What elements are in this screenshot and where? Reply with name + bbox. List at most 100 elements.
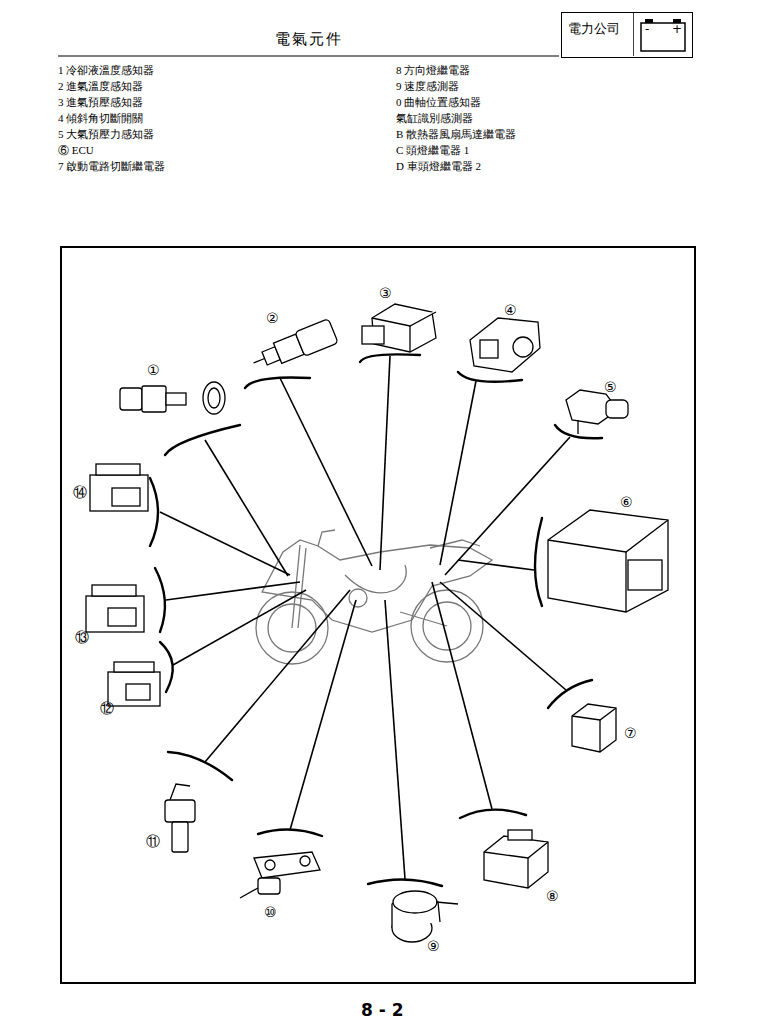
part-drawings-part xyxy=(108,608,136,626)
leader-lines-part xyxy=(173,590,306,665)
brackets-part xyxy=(258,829,322,836)
battery-body xyxy=(641,23,685,51)
part-drawings-part xyxy=(92,585,136,596)
leader-lines xyxy=(160,356,570,879)
brackets-part xyxy=(165,425,240,455)
brackets-part xyxy=(460,810,526,818)
callout-number: ⑥ xyxy=(620,494,633,510)
leader-lines-part xyxy=(160,512,290,575)
leader-lines-part xyxy=(290,600,356,830)
leader-lines-part xyxy=(440,381,476,565)
brackets-part xyxy=(150,478,158,546)
legend-item: 4 傾斜角切斷開關 xyxy=(58,112,143,125)
brackets-part xyxy=(548,680,592,708)
part-drawings-part xyxy=(508,830,532,840)
part-drawings-part xyxy=(172,822,188,852)
part-drawings-part-part xyxy=(295,319,338,357)
battery-sign: + xyxy=(672,23,682,37)
leader-lines-part xyxy=(385,600,405,879)
part-drawings-part xyxy=(577,420,578,434)
callout-number: ⑦ xyxy=(624,725,637,741)
brackets-part xyxy=(360,354,420,362)
part-drawings-part xyxy=(484,842,548,858)
part-drawings-part xyxy=(572,708,616,720)
part-drawings-part xyxy=(548,510,668,612)
part-drawings-part xyxy=(470,318,540,372)
part-drawings-part xyxy=(436,902,458,904)
part-drawings-part xyxy=(362,326,384,344)
callout-number: ③ xyxy=(379,285,392,301)
part-drawings-part xyxy=(112,488,140,506)
brackets xyxy=(150,354,602,886)
part-drawings-part xyxy=(126,684,150,700)
part-drawings-part xyxy=(120,388,142,410)
legend-item: D 車頭燈繼電器 2 xyxy=(396,160,481,173)
leader-lines-part xyxy=(440,582,566,690)
legend-item: 1 冷卻液溫度感知器 xyxy=(58,64,154,77)
part-drawings-part xyxy=(254,852,320,878)
legend-item: 3 進氣預壓感知器 xyxy=(58,96,143,109)
part-drawings-part-part xyxy=(253,358,264,362)
part-drawings-part xyxy=(114,662,154,672)
part-drawings xyxy=(86,304,668,942)
legend-item: 9 速度感測器 xyxy=(396,80,459,93)
part-drawings-part xyxy=(480,340,498,358)
battery-icon xyxy=(633,13,693,56)
callout-number: ⑤ xyxy=(604,379,617,395)
part-drawings-part xyxy=(393,891,437,913)
callout-number: ⑧ xyxy=(546,888,559,904)
part-drawings-part xyxy=(265,860,275,870)
motorcycle-part xyxy=(345,565,406,593)
leader-lines-part xyxy=(432,582,492,809)
callout-number: ① xyxy=(147,362,160,378)
brackets-part xyxy=(168,752,232,780)
chapter-tab-text: 電力公司 xyxy=(568,20,620,38)
legend-item: 7 啟動電路切斷繼電器 xyxy=(58,160,165,173)
legend-item: ⑥ ECU xyxy=(58,144,94,157)
part-drawings-part xyxy=(548,520,668,552)
part-drawings-part xyxy=(170,784,190,800)
chapter-tab-box: 電力公司 - + xyxy=(561,12,693,58)
part-drawings-part xyxy=(527,858,528,888)
brackets-part xyxy=(458,372,522,382)
motorcycle-part xyxy=(298,548,306,628)
page-number: 8 - 2 xyxy=(361,1001,404,1021)
legend-item: 0 曲軸位置感知器 xyxy=(396,96,481,109)
part-drawings-part xyxy=(628,560,662,590)
leader-lines-part xyxy=(166,582,300,600)
header-rule xyxy=(58,55,559,56)
legend-item: 氣缸識別感測器 xyxy=(396,112,473,125)
part-drawings-part xyxy=(606,400,628,418)
leader-lines-part xyxy=(380,356,390,570)
part-drawings-part xyxy=(249,319,338,375)
callout-number: ⑬ xyxy=(75,629,89,645)
part-drawings-part xyxy=(203,382,225,414)
callout-number: ⑩ xyxy=(264,904,277,920)
part-drawings-part xyxy=(372,312,436,326)
legend-item: 2 進氣溫度感知器 xyxy=(58,80,143,93)
part-drawings-part xyxy=(409,326,410,352)
legend-item: B 散熱器風扇馬達繼電器 xyxy=(396,128,516,141)
part-drawings-part xyxy=(300,856,310,866)
callout-number: ⑪ xyxy=(146,833,160,849)
legend-item: 5 大氣預壓力感知器 xyxy=(58,128,154,141)
part-drawings-part xyxy=(166,393,186,405)
part-drawings-part xyxy=(240,888,258,898)
part-drawings-part xyxy=(208,388,220,408)
callout-number: ⑫ xyxy=(100,700,114,716)
motorcycle-part xyxy=(318,530,335,546)
tab-divider xyxy=(633,13,634,56)
part-drawings-part xyxy=(484,836,548,888)
part-drawings-part xyxy=(108,672,160,706)
part-drawings-part xyxy=(96,464,140,475)
part-drawings-part xyxy=(142,386,166,412)
page-title: 電氣元件 xyxy=(58,30,559,49)
battery-sign: - xyxy=(645,23,649,37)
motorcycle-part xyxy=(349,589,367,607)
part-drawings-part xyxy=(165,800,195,822)
part-drawings-part xyxy=(625,552,626,612)
callout-number: ⑨ xyxy=(427,938,440,954)
callout-number: ② xyxy=(266,310,279,326)
brackets-part xyxy=(155,568,165,632)
